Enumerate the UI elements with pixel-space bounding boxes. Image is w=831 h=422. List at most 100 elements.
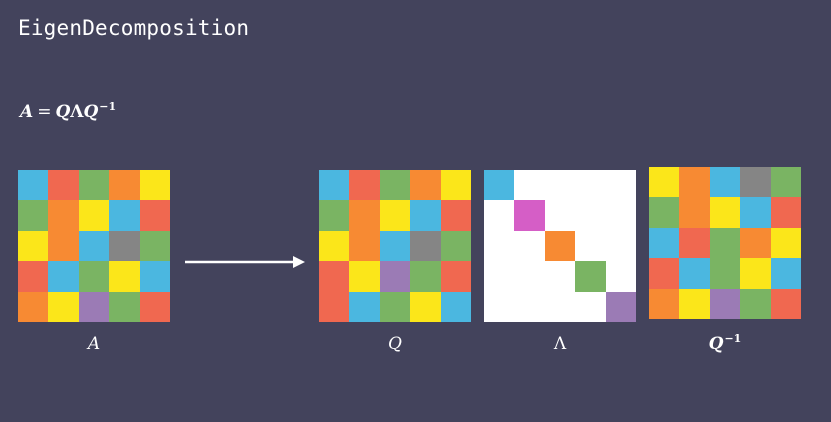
matrix-cell [514, 200, 545, 231]
matrix-cell [484, 261, 515, 292]
matrix-cell [649, 258, 680, 289]
matrix-cell [440, 170, 471, 201]
matrix-cell [319, 261, 350, 292]
matrix-cell [649, 227, 680, 259]
matrix-cell [740, 288, 771, 319]
matrix-cell [379, 261, 411, 292]
matrix-q-inverse-label-exponent: −1 [724, 332, 742, 345]
matrix-cell [109, 200, 140, 231]
matrix-cell [78, 261, 110, 292]
matrix-q-inverse-label: Q−1 [649, 332, 801, 354]
matrix-cell [349, 230, 380, 262]
matrix-cell [349, 200, 380, 231]
matrix-cell [410, 230, 441, 262]
matrix-cell [78, 200, 110, 231]
matrix-cell [649, 288, 680, 319]
matrix-cell [319, 291, 350, 322]
matrix-lambda-label: Λ [553, 334, 567, 354]
matrix-cell [319, 170, 350, 201]
matrix-cell [18, 291, 49, 322]
matrix-cell [514, 291, 545, 322]
matrix-cell [514, 230, 545, 262]
matrix-cell [48, 261, 79, 292]
matrix-cell [649, 197, 680, 228]
matrix-cell [139, 261, 170, 292]
matrix-cell [740, 227, 771, 259]
matrix-cell [770, 288, 801, 319]
matrix-cell [440, 230, 471, 262]
matrix-cell [440, 261, 471, 292]
matrix-cell [605, 170, 636, 201]
matrix-cell [740, 167, 771, 198]
matrix-cell [379, 170, 411, 201]
matrix-cell [319, 230, 350, 262]
matrix-q [319, 170, 471, 322]
matrix-q-label: Q [388, 334, 402, 354]
matrix-cell [514, 170, 545, 201]
matrix-cell [605, 200, 636, 231]
formula-equals: = [37, 102, 52, 122]
formula-a: A [20, 102, 34, 122]
matrix-cell [484, 200, 515, 231]
matrix-cell [440, 291, 471, 322]
matrix-cell [349, 170, 380, 201]
matrix-cell [575, 200, 606, 231]
matrix-cell [679, 258, 710, 289]
formula-q: Q [55, 102, 71, 122]
matrix-cell [410, 291, 441, 322]
matrix-lambda [484, 170, 636, 322]
matrix-cell [48, 200, 79, 231]
matrix-cell [109, 170, 140, 201]
matrix-cell [575, 261, 606, 292]
matrix-cell [484, 170, 515, 201]
page-title: EigenDecomposition [18, 16, 250, 40]
matrix-cell [139, 230, 170, 262]
matrix-cell [709, 167, 741, 198]
matrix-cell [679, 167, 710, 198]
matrix-q-inverse-label-base: Q [708, 334, 724, 354]
matrix-cell [139, 200, 170, 231]
matrix-cell [770, 227, 801, 259]
matrix-cell [379, 230, 411, 262]
matrix-cell [544, 200, 576, 231]
matrix-cell [440, 200, 471, 231]
matrix-cell [319, 200, 350, 231]
matrix-cell [484, 291, 515, 322]
matrix-cell [109, 261, 140, 292]
formula-lambda: Λ [70, 102, 84, 122]
matrix-cell [709, 258, 741, 289]
matrix-a [18, 170, 170, 322]
matrix-cell [78, 230, 110, 262]
matrix-cell [544, 291, 576, 322]
matrix-cell [575, 230, 606, 262]
matrix-cell [18, 200, 49, 231]
matrix-cell [770, 258, 801, 289]
matrix-cell [78, 291, 110, 322]
matrix-cell [109, 230, 140, 262]
matrix-cell [605, 261, 636, 292]
matrix-cell [679, 227, 710, 259]
formula: A=QΛQ−1 [20, 100, 116, 122]
matrix-cell [379, 291, 411, 322]
matrix-cell [649, 167, 680, 198]
matrix-cell [679, 288, 710, 319]
matrix-cell [770, 167, 801, 198]
matrix-cell [349, 261, 380, 292]
matrix-cell [575, 291, 606, 322]
matrix-cell [109, 291, 140, 322]
matrix-cell [709, 288, 741, 319]
matrix-cell [709, 227, 741, 259]
matrix-cell [770, 197, 801, 228]
matrix-cell [410, 170, 441, 201]
matrix-cell [544, 170, 576, 201]
matrix-cell [410, 261, 441, 292]
matrix-cell [514, 261, 545, 292]
matrix-cell [18, 170, 49, 201]
matrix-cell [18, 261, 49, 292]
matrix-cell [484, 230, 515, 262]
formula-exponent: −1 [99, 100, 117, 113]
matrix-cell [48, 230, 79, 262]
matrix-cell [544, 230, 576, 262]
arrow-right-icon [185, 256, 305, 268]
matrix-cell [349, 291, 380, 322]
